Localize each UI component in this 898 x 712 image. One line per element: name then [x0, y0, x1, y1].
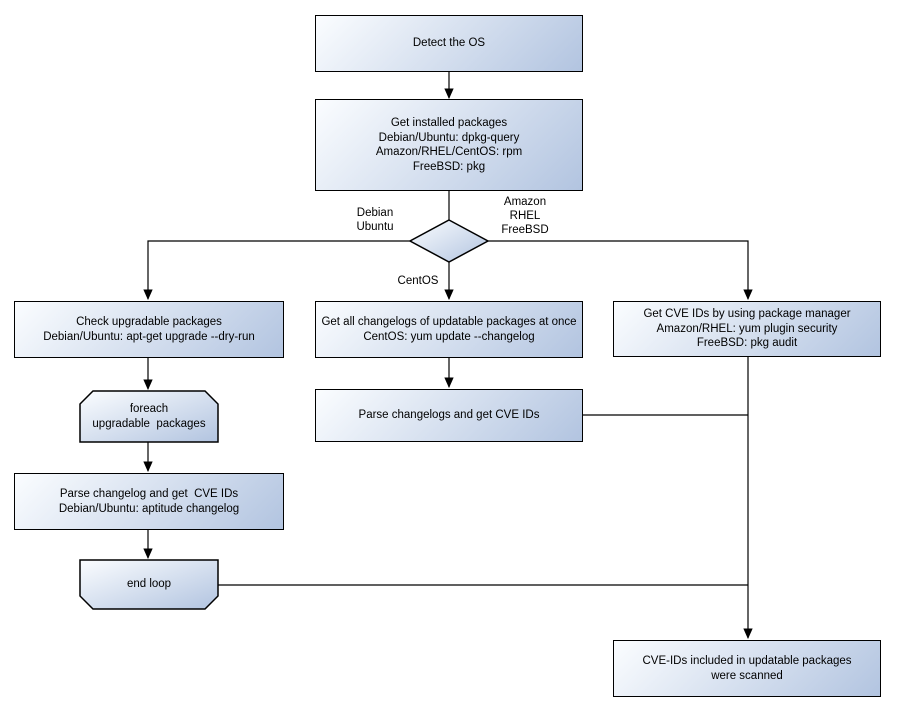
node-foreach-line1: foreach	[129, 403, 169, 415]
node-get-installed-line3: Amazon/RHEL/CentOS: rpm	[375, 146, 523, 158]
edges	[143, 71, 753, 640]
edge-label-debian-ubuntu: Debian Ubuntu	[345, 206, 405, 234]
node-get-all-changelogs-line2: CentOS: yum update --changelog	[363, 330, 535, 343]
node-end-loop-text: end loop	[126, 578, 172, 591]
node-cve-ids-scanned: CVE-IDs included in updatable packages w…	[613, 640, 881, 697]
edge-label-rhel: RHEL	[509, 210, 541, 222]
edge-label-freebsd: FreeBSD	[501, 224, 549, 236]
edge-label-ubuntu: Ubuntu	[356, 221, 394, 233]
node-get-installed-line2: Debian/Ubuntu: dpkg-query	[378, 131, 520, 144]
node-get-installed-line4: FreeBSD: pkg	[412, 160, 486, 173]
node-get-cve-ids-line3: FreeBSD: pkg audit	[696, 337, 798, 350]
node-get-cve-ids-pkg-manager: Get CVE IDs by using package manager Ama…	[613, 301, 881, 357]
node-parse-changelog-line1: Parse changelog and get CVE IDs	[59, 488, 239, 500]
decision-diamond	[408, 219, 490, 263]
node-parse-changelogs-text: Parse changelogs and get CVE IDs	[358, 409, 540, 422]
node-get-cve-ids-line2: Amazon/RHEL: yum plugin security	[656, 322, 838, 335]
node-cve-ids-scanned-line2: were scanned	[711, 669, 783, 682]
edge-decision-to-get-cve-ids	[488, 240, 753, 301]
node-get-all-changelogs-line1: Get all changelogs of updatable packages…	[321, 316, 577, 328]
node-get-cve-ids-line1: Get CVE IDs by using package manager	[643, 308, 851, 321]
edge-label-centos-text: CentOS	[397, 275, 439, 287]
edge-label-debian: Debian	[356, 207, 394, 219]
node-end-loop: end loop	[80, 560, 218, 609]
node-parse-changelog-aptitude: Parse changelog and get CVE IDs Debian/U…	[14, 473, 284, 530]
node-detect-os: Detect the OS	[315, 15, 583, 72]
node-parse-changelogs: Parse changelogs and get CVE IDs	[315, 389, 583, 442]
edge-label-centos: CentOS	[394, 274, 442, 288]
node-check-upgradable-line1: Check upgradable packages	[76, 316, 222, 328]
edge-label-amazon-rhel-freebsd: Amazon RHEL FreeBSD	[493, 195, 557, 237]
loop-end-shape	[79, 559, 219, 610]
node-foreach-upgradable: foreach upgradable packages	[80, 391, 218, 442]
node-check-upgradable: Check upgradable packages Debian/Ubuntu:…	[14, 301, 284, 358]
node-get-installed-packages: Get installed packages Debian/Ubuntu: dp…	[315, 99, 583, 191]
loop-start-shape	[79, 390, 219, 443]
node-parse-changelog-line2: Debian/Ubuntu: aptitude changelog	[58, 502, 240, 515]
node-detect-os-text: Detect the OS	[412, 37, 486, 50]
node-foreach-line2: upgradable packages	[92, 417, 206, 430]
node-cve-ids-scanned-line1: CVE-IDs included in updatable packages	[642, 655, 852, 667]
node-get-all-changelogs: Get all changelogs of updatable packages…	[315, 301, 583, 358]
node-check-upgradable-line2: Debian/Ubuntu: apt-get upgrade --dry-run	[43, 330, 255, 343]
node-get-installed-line1: Get installed packages	[390, 117, 508, 129]
edge-label-amazon: Amazon	[503, 196, 547, 208]
edge-decision-to-check-upgradable	[143, 240, 410, 301]
